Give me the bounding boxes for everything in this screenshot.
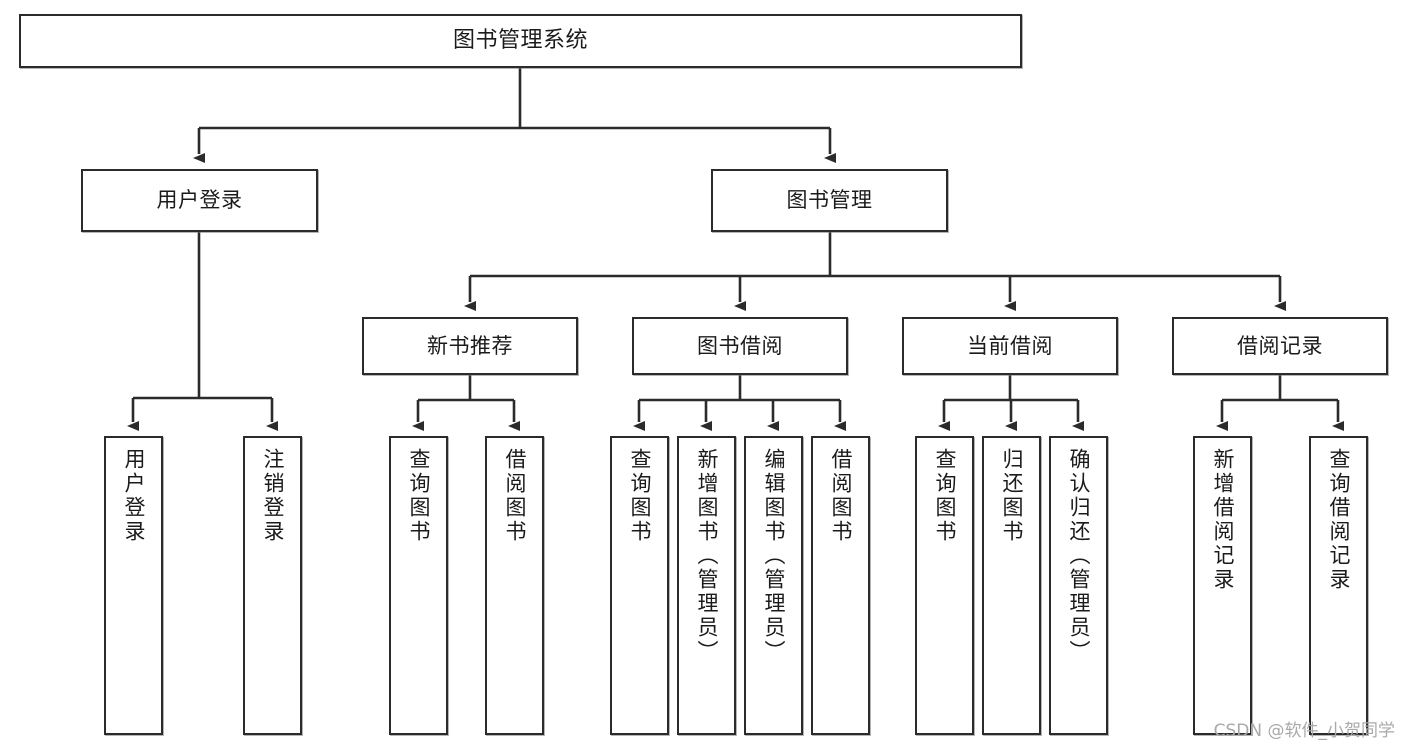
- node-leaf-query-book-borrow[interactable]: 查询图书: [610, 436, 669, 735]
- node-label: 查询借阅记录: [1327, 448, 1351, 592]
- node-label: 编辑图书（管理员）: [762, 448, 786, 664]
- node-label: 查询图书: [407, 448, 431, 544]
- node-label: 借阅图书: [829, 448, 853, 544]
- node-leaf-logout-login[interactable]: 注销登录: [243, 436, 302, 735]
- node-label: 确认归还（管理员）: [1067, 448, 1091, 664]
- node-label: 新书推荐: [427, 333, 513, 358]
- node-label: 图书管理系统: [452, 28, 588, 54]
- node-label: 注销登录: [261, 448, 285, 544]
- node-leaf-query-borrow-record[interactable]: 查询借阅记录: [1309, 436, 1368, 735]
- node-leaf-add-book-admin[interactable]: 新增图书（管理员）: [677, 436, 736, 735]
- node-current-borrow[interactable]: 当前借阅: [902, 317, 1118, 375]
- node-label: 当前借阅: [967, 333, 1053, 358]
- node-label: 归还图书: [1000, 448, 1024, 544]
- node-label: 新增图书（管理员）: [695, 448, 719, 664]
- node-label: 图书管理: [786, 188, 873, 213]
- node-leaf-add-borrow-record[interactable]: 新增借阅记录: [1193, 436, 1252, 735]
- node-label: 查询图书: [628, 448, 652, 544]
- node-label: 图书借阅: [697, 333, 783, 358]
- node-leaf-confirm-return-admin[interactable]: 确认归还（管理员）: [1049, 436, 1108, 735]
- node-leaf-query-book-recommend[interactable]: 查询图书: [389, 436, 448, 735]
- node-label: 借阅图书: [503, 448, 527, 544]
- node-root-system[interactable]: 图书管理系统: [19, 14, 1022, 68]
- node-user-login[interactable]: 用户登录: [81, 169, 318, 232]
- node-leaf-borrow-book[interactable]: 借阅图书: [811, 436, 870, 735]
- node-label: 用户登录: [156, 188, 243, 213]
- node-label: 用户登录: [122, 448, 146, 544]
- node-leaf-query-book-current[interactable]: 查询图书: [915, 436, 974, 735]
- csdn-watermark: CSDN @软件_小贺同学: [1213, 721, 1395, 741]
- node-borrow-record[interactable]: 借阅记录: [1172, 317, 1388, 375]
- node-leaf-borrow-book-recommend[interactable]: 借阅图书: [485, 436, 544, 735]
- node-leaf-edit-book-admin[interactable]: 编辑图书（管理员）: [744, 436, 803, 735]
- node-new-book-recommend[interactable]: 新书推荐: [362, 317, 578, 375]
- node-leaf-return-book[interactable]: 归还图书: [982, 436, 1041, 735]
- node-book-borrow[interactable]: 图书借阅: [632, 317, 848, 375]
- node-leaf-user-login[interactable]: 用户登录: [104, 436, 163, 735]
- node-label: 新增借阅记录: [1211, 448, 1235, 592]
- node-book-manage[interactable]: 图书管理: [711, 169, 948, 232]
- node-label: 借阅记录: [1237, 333, 1323, 358]
- node-label: 查询图书: [933, 448, 957, 544]
